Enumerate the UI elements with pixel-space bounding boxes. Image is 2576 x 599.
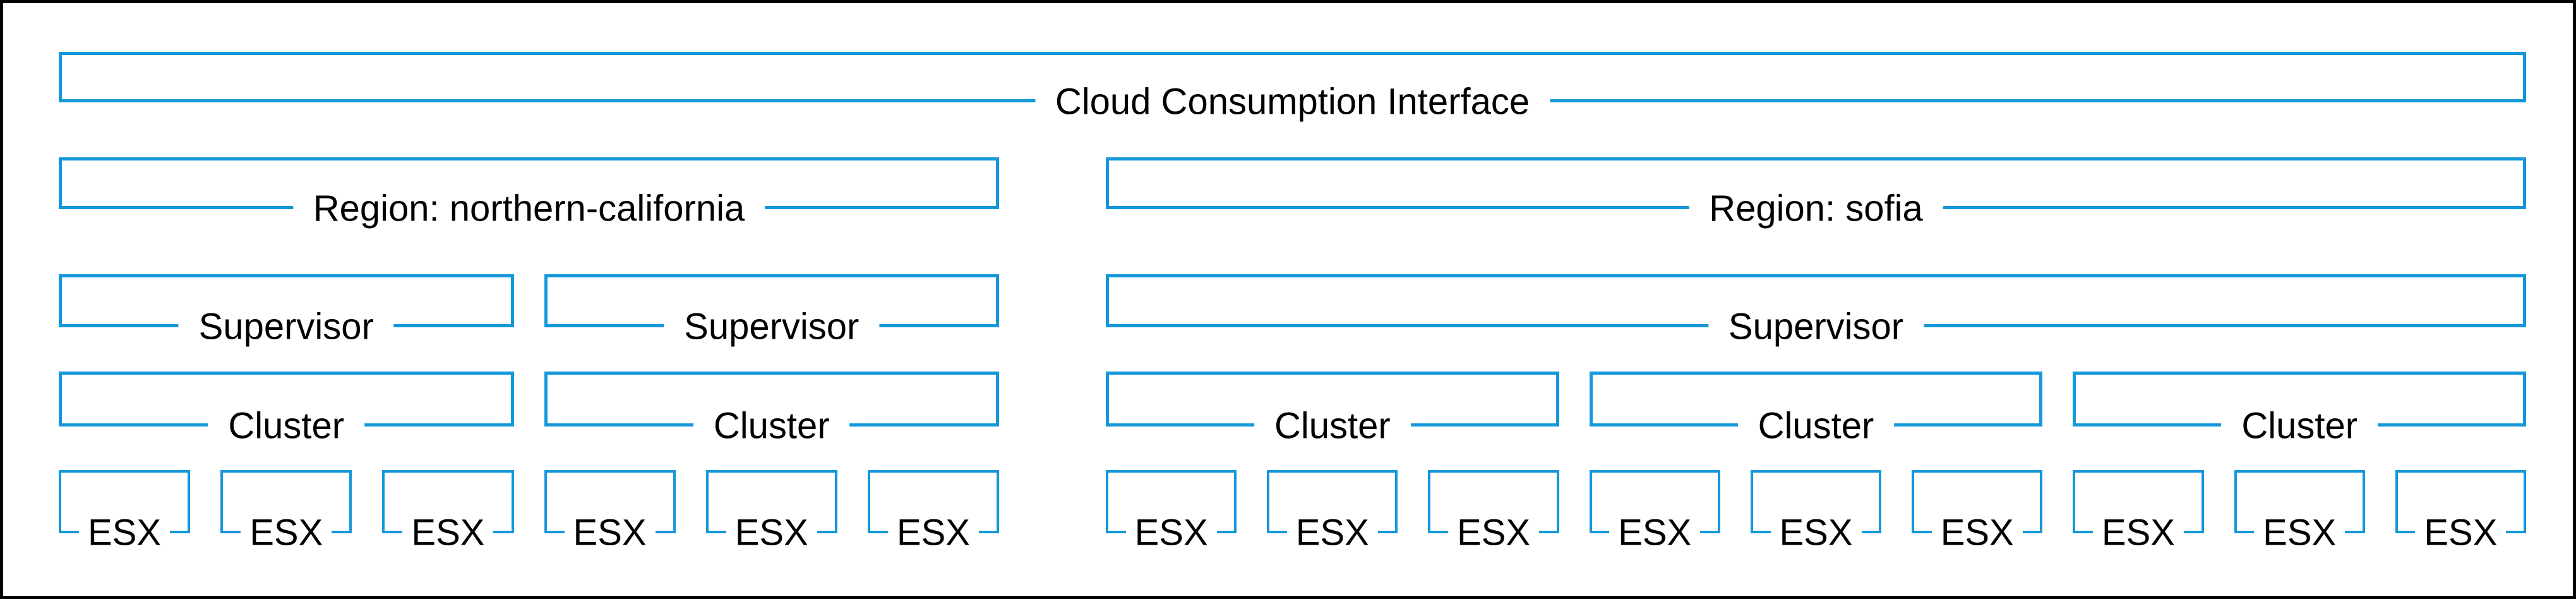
supervisor-box: Supervisor (59, 274, 514, 347)
diagram-content: Cloud Consumption Interface Region: nort… (59, 52, 2527, 553)
cluster-group: Cluster ESX ESX (1106, 372, 1559, 553)
esx-host-box: ESX (1106, 470, 1237, 553)
region-sofia-label: Region: sofia (1689, 190, 1943, 229)
supervisors-row: Supervisor Cluster ESX (1106, 274, 2527, 553)
regions-row: Region: northern-california Supervisor C… (59, 157, 2527, 553)
esx-host-box: ESX (1750, 470, 1882, 553)
esx-row: ESX ESX ESX (544, 470, 1000, 553)
esx-host-label: ESX (1609, 514, 1701, 553)
supervisor-label: Supervisor (178, 308, 394, 347)
cluster-box: Cluster (59, 372, 514, 446)
clusters-row: Cluster ESX ESX (544, 372, 1000, 553)
esx-host-label: ESX (241, 514, 332, 553)
esx-host-label: ESX (1286, 514, 1378, 553)
esx-host-box: ESX (867, 470, 1000, 553)
cloud-consumption-interface-label: Cloud Consumption Interface (1034, 83, 1550, 122)
cluster-label: Cluster (1737, 407, 1895, 446)
esx-host-label: ESX (1931, 514, 2023, 553)
region-northern-california-group: Region: northern-california Supervisor C… (59, 157, 1000, 553)
esx-host-box: ESX (382, 470, 514, 553)
esx-host-box: ESX (220, 470, 352, 553)
region-sofia-box: Region: sofia (1106, 157, 2526, 229)
esx-host-label: ESX (887, 514, 979, 553)
supervisor-label: Supervisor (1708, 308, 1924, 347)
esx-host-label: ESX (402, 514, 494, 553)
cluster-label: Cluster (693, 407, 850, 446)
esx-host-box: ESX (1428, 470, 1559, 553)
cluster-group: Cluster ESX ESX (544, 372, 1000, 553)
supervisor-box: Supervisor (544, 274, 999, 347)
supervisors-row: Supervisor Cluster ESX (59, 274, 1000, 553)
cluster-label: Cluster (2221, 407, 2378, 446)
cluster-box: Cluster (1106, 372, 1559, 446)
esx-host-box: ESX (544, 470, 676, 553)
esx-row: ESX ESX ESX (59, 470, 514, 553)
supervisor-label: Supervisor (664, 308, 880, 347)
cluster-group: Cluster ESX ESX (1589, 372, 2043, 553)
cluster-group: Cluster ESX ESX (59, 372, 514, 553)
esx-host-label: ESX (564, 514, 656, 553)
esx-host-box: ESX (2395, 470, 2526, 553)
supervisor-group: Supervisor Cluster ESX (59, 274, 514, 553)
clusters-row: Cluster ESX ESX (59, 372, 514, 553)
esx-host-box: ESX (705, 470, 837, 553)
esx-host-label: ESX (1770, 514, 1862, 553)
cluster-box: Cluster (544, 372, 999, 446)
esx-host-label: ESX (2415, 514, 2507, 553)
esx-host-label: ESX (726, 514, 817, 553)
clusters-row: Cluster ESX ESX (1106, 372, 2527, 553)
esx-host-label: ESX (2092, 514, 2184, 553)
esx-host-label: ESX (2254, 514, 2345, 553)
esx-row: ESX ESX ESX (2073, 470, 2526, 553)
region-northern-california-box: Region: northern-california (59, 157, 999, 229)
esx-host-box: ESX (2234, 470, 2365, 553)
esx-host-label: ESX (1125, 514, 1217, 553)
esx-host-label: ESX (1448, 514, 1540, 553)
esx-row: ESX ESX ESX (1106, 470, 1559, 553)
esx-row: ESX ESX ESX (1589, 470, 2043, 553)
esx-host-box: ESX (1267, 470, 1398, 553)
supervisor-group: Supervisor Cluster ESX (544, 274, 1000, 553)
esx-host-box: ESX (1589, 470, 1720, 553)
region-northern-california-label: Region: northern-california (292, 190, 765, 229)
esx-host-box: ESX (2073, 470, 2204, 553)
esx-host-box: ESX (59, 470, 191, 553)
cloud-consumption-interface-box: Cloud Consumption Interface (59, 52, 2526, 122)
cluster-box: Cluster (1589, 372, 2043, 446)
cluster-label: Cluster (1254, 407, 1411, 446)
cluster-group: Cluster ESX ESX (2073, 372, 2527, 553)
supervisor-group: Supervisor Cluster ESX (1106, 274, 2527, 553)
cluster-label: Cluster (208, 407, 365, 446)
supervisor-box: Supervisor (1106, 274, 2526, 347)
region-sofia-group: Region: sofia Supervisor Cluster (1106, 157, 2527, 553)
esx-host-label: ESX (79, 514, 171, 553)
cluster-box: Cluster (2073, 372, 2527, 446)
esx-host-box: ESX (1912, 470, 2043, 553)
